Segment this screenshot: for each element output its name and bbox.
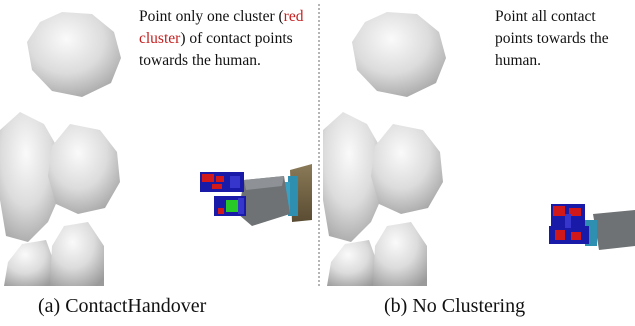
human-lower-left bbox=[4, 240, 54, 286]
instruction-text: Point all contact points towards the hum… bbox=[495, 8, 609, 69]
human-torso bbox=[48, 124, 120, 214]
panel-no-clustering: Point all contact points towards the hum… bbox=[323, 0, 635, 286]
human-lower-right bbox=[373, 222, 427, 286]
human-head bbox=[27, 12, 121, 97]
instruction-text: Point only one cluster (red cluster) of … bbox=[139, 6, 312, 72]
caption-no-clustering: (b) No Clustering bbox=[384, 295, 526, 317]
panel-divider bbox=[318, 4, 320, 286]
instruction-text-end: ) of contact points towards the human. bbox=[139, 30, 293, 69]
human-head bbox=[352, 12, 446, 97]
human-shoulder bbox=[0, 112, 62, 242]
human-lower-right bbox=[50, 222, 104, 286]
human-torso bbox=[371, 124, 443, 214]
instruction-text-start: Point only one cluster ( bbox=[139, 8, 284, 25]
panel-contacthandover: Point only one cluster (red cluster) of … bbox=[0, 0, 312, 286]
caption-contacthandover: (a) ContactHandover bbox=[38, 295, 207, 317]
human-lower-left bbox=[327, 240, 377, 286]
scene-b bbox=[323, 12, 635, 286]
scene-a bbox=[0, 12, 312, 286]
red-cluster-text: red cluster bbox=[139, 8, 304, 47]
human-shoulder bbox=[323, 112, 385, 242]
gripper-fingers bbox=[549, 204, 589, 244]
gripper-body bbox=[238, 176, 290, 226]
gripper-finger-upper bbox=[200, 172, 244, 192]
gripper-finger-lower bbox=[214, 196, 246, 216]
gripper-body bbox=[585, 210, 635, 250]
